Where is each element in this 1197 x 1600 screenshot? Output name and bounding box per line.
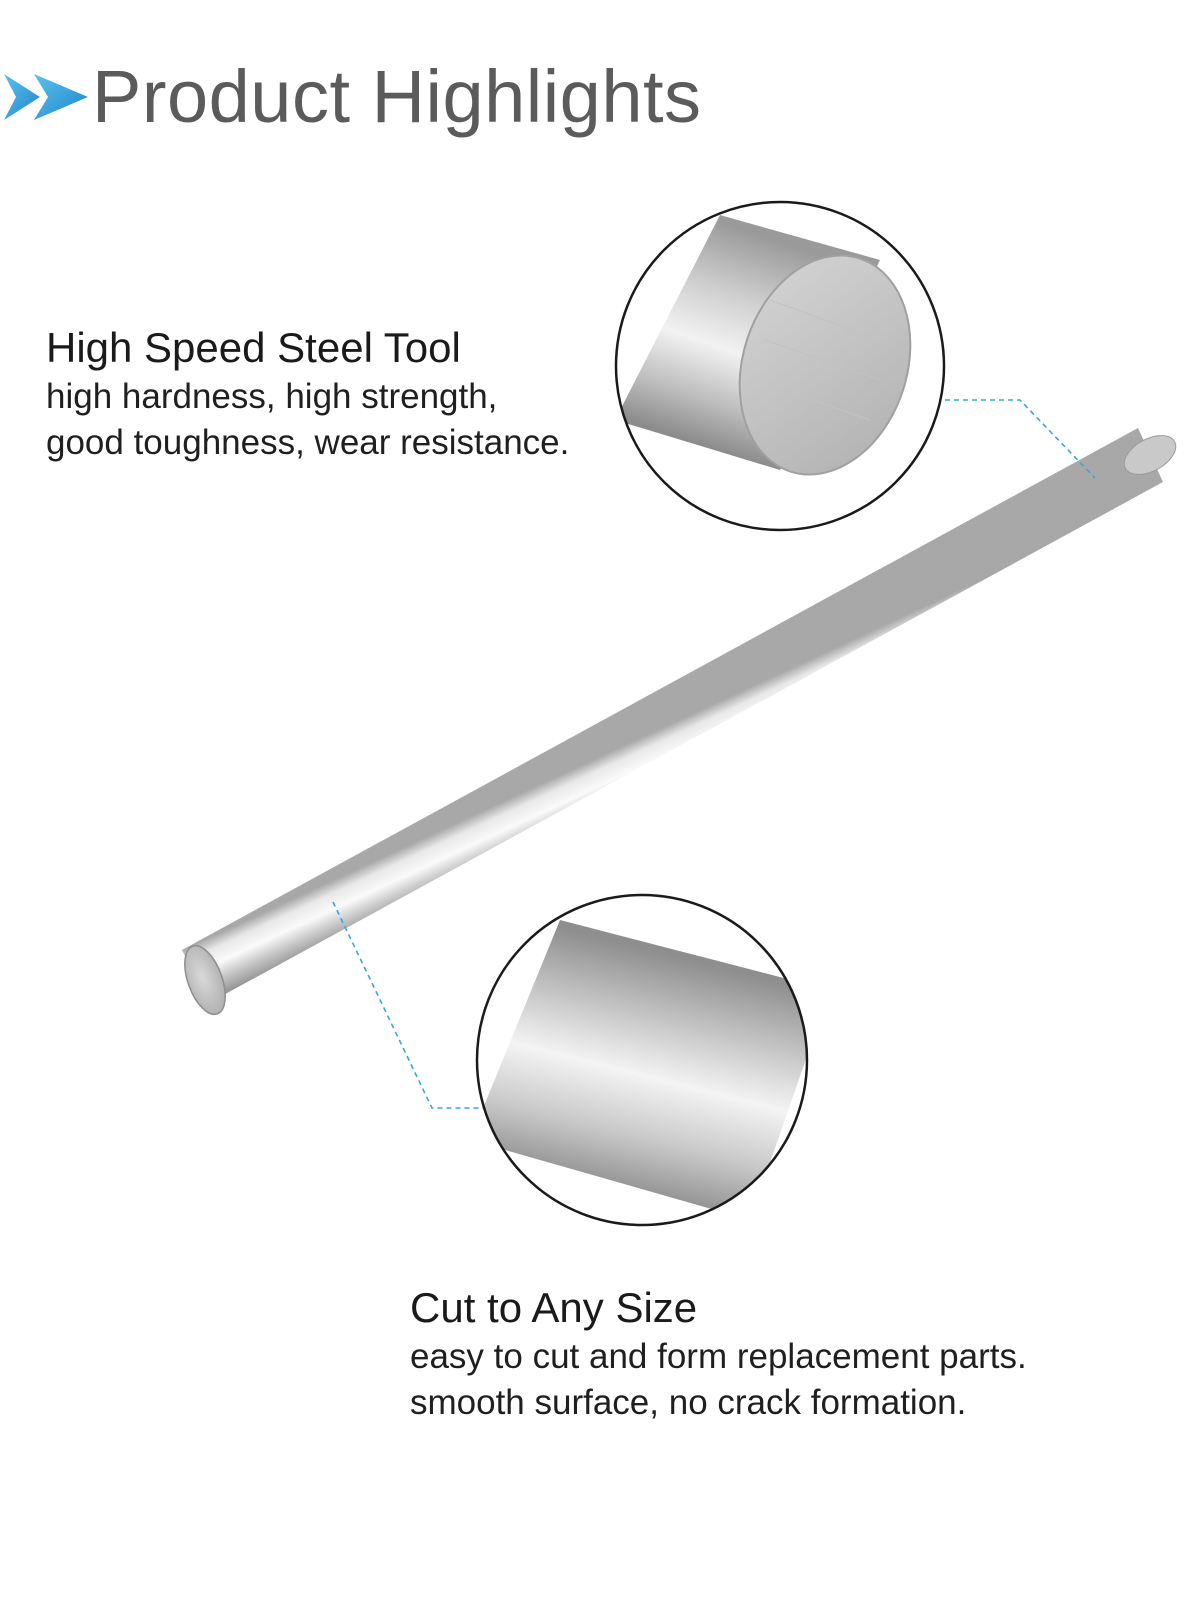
rod-end-face — [184, 944, 226, 1016]
feature-title: Cut to Any Size — [410, 1284, 698, 1331]
feature-description-line: good toughness, wear resistance. — [46, 423, 570, 462]
page-title: Product Highlights — [92, 55, 702, 138]
zoom-circle-rod-end — [614, 200, 946, 532]
feature-cut-to-size: Cut to Any Size easy to cut and form rep… — [410, 1282, 1027, 1426]
feature-high-speed-steel: High Speed Steel Tool high hardness, hig… — [46, 322, 569, 466]
double-chevron-right-icon — [4, 74, 88, 120]
feature-title: High Speed Steel Tool — [46, 324, 461, 371]
steel-rod — [182, 428, 1177, 1016]
feature-description-line: easy to cut and form replacement parts. — [410, 1337, 1027, 1376]
callout-line-bottom — [332, 901, 485, 1109]
zoom-circle-rod-surface — [475, 893, 809, 1227]
callout-line-top — [945, 399, 1096, 479]
feature-description-line: smooth surface, no crack formation. — [410, 1383, 967, 1422]
page-header: Product Highlights — [0, 52, 1197, 142]
feature-description-line: high hardness, high strength, — [46, 377, 498, 416]
